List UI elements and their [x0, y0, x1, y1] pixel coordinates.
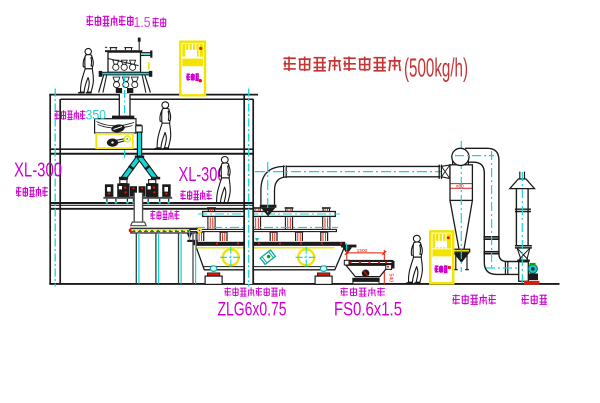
svg-text:XL-300: XL-300 [179, 164, 226, 186]
svg-text:XL-300: XL-300 [14, 159, 62, 181]
svg-text:540: 540 [388, 274, 394, 283]
svg-text:#80: #80 [456, 184, 464, 189]
svg-text:(500kg/h): (500kg/h) [404, 52, 468, 82]
svg-text:350: 350 [86, 106, 107, 122]
svg-text:FS0.6x1.5: FS0.6x1.5 [334, 299, 402, 321]
svg-text:1500: 1500 [357, 248, 368, 254]
svg-text:1.5: 1.5 [134, 15, 151, 31]
svg-text:ZLG6x0.75: ZLG6x0.75 [218, 299, 287, 321]
